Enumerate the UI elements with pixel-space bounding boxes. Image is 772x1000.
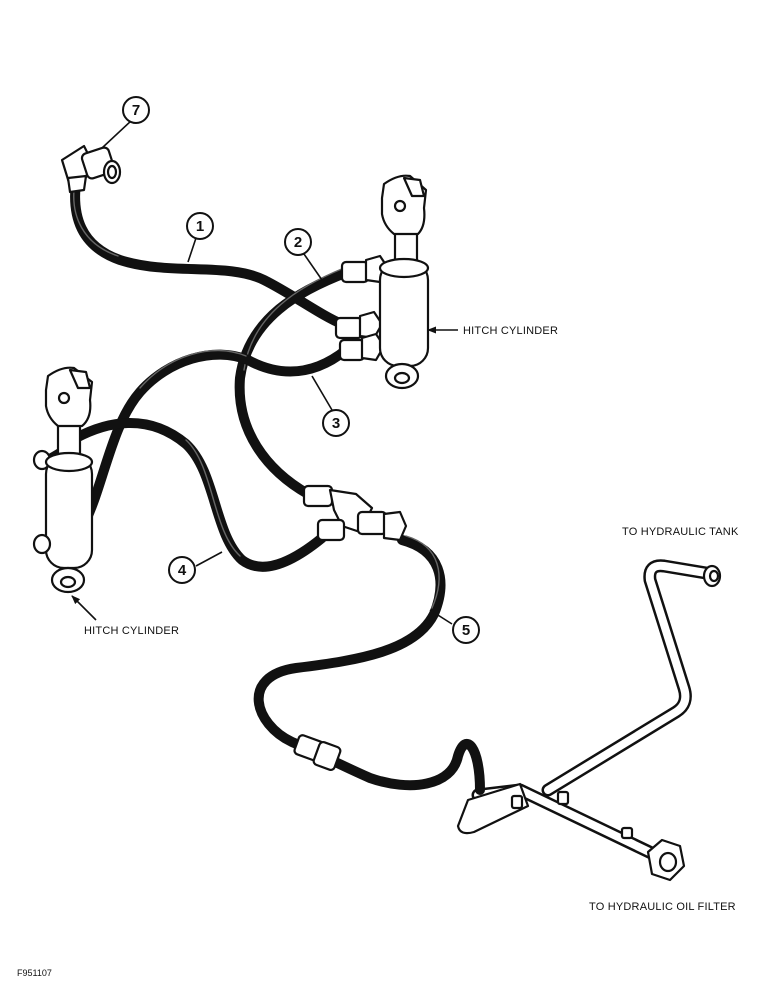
hitch-cylinder-right-label: HITCH CYLINDER	[463, 325, 558, 337]
fitting-hose-1-end	[334, 310, 384, 340]
callout-3: 3	[311, 375, 350, 437]
label-hitch-cylinder-right: HITCH CYLINDER	[427, 325, 558, 337]
callout-5-number: 5	[462, 622, 470, 639]
coupler-hose-5	[293, 734, 342, 772]
fitting-hose-3-end	[338, 332, 386, 362]
to-hydraulic-oil-filter-label: TO HYDRAULIC OIL FILTER	[589, 901, 736, 913]
hose-1	[70, 177, 347, 329]
callout-5: 5	[429, 609, 480, 644]
hitch-cylinder-right	[378, 174, 430, 390]
callout-1-number: 1	[196, 218, 204, 235]
callout-1: 1	[186, 212, 214, 263]
callout-3-number: 3	[332, 415, 340, 432]
tee-fitting	[302, 484, 408, 542]
swivel-elbow-fitting-7	[60, 144, 122, 194]
callout-7-number: 7	[132, 102, 140, 119]
steel-tube-assembly	[456, 559, 722, 882]
callout-7: 7	[101, 96, 150, 149]
hose-5	[253, 535, 485, 795]
hose-3	[81, 345, 351, 525]
to-hydraulic-tank-label: TO HYDRAULIC TANK	[622, 526, 739, 538]
figure-id: F951107	[17, 968, 52, 978]
callout-2-number: 2	[294, 234, 302, 251]
label-hitch-cylinder-left: HITCH CYLINDER	[71, 595, 179, 637]
hitch-cylinder-left-label: HITCH CYLINDER	[84, 625, 179, 637]
callout-4-number: 4	[178, 562, 187, 579]
hitch-cylinder-left	[32, 366, 94, 594]
hose-4	[71, 418, 327, 572]
hose-2	[234, 267, 353, 499]
callout-4: 4	[168, 551, 223, 584]
callout-2: 2	[284, 228, 323, 281]
